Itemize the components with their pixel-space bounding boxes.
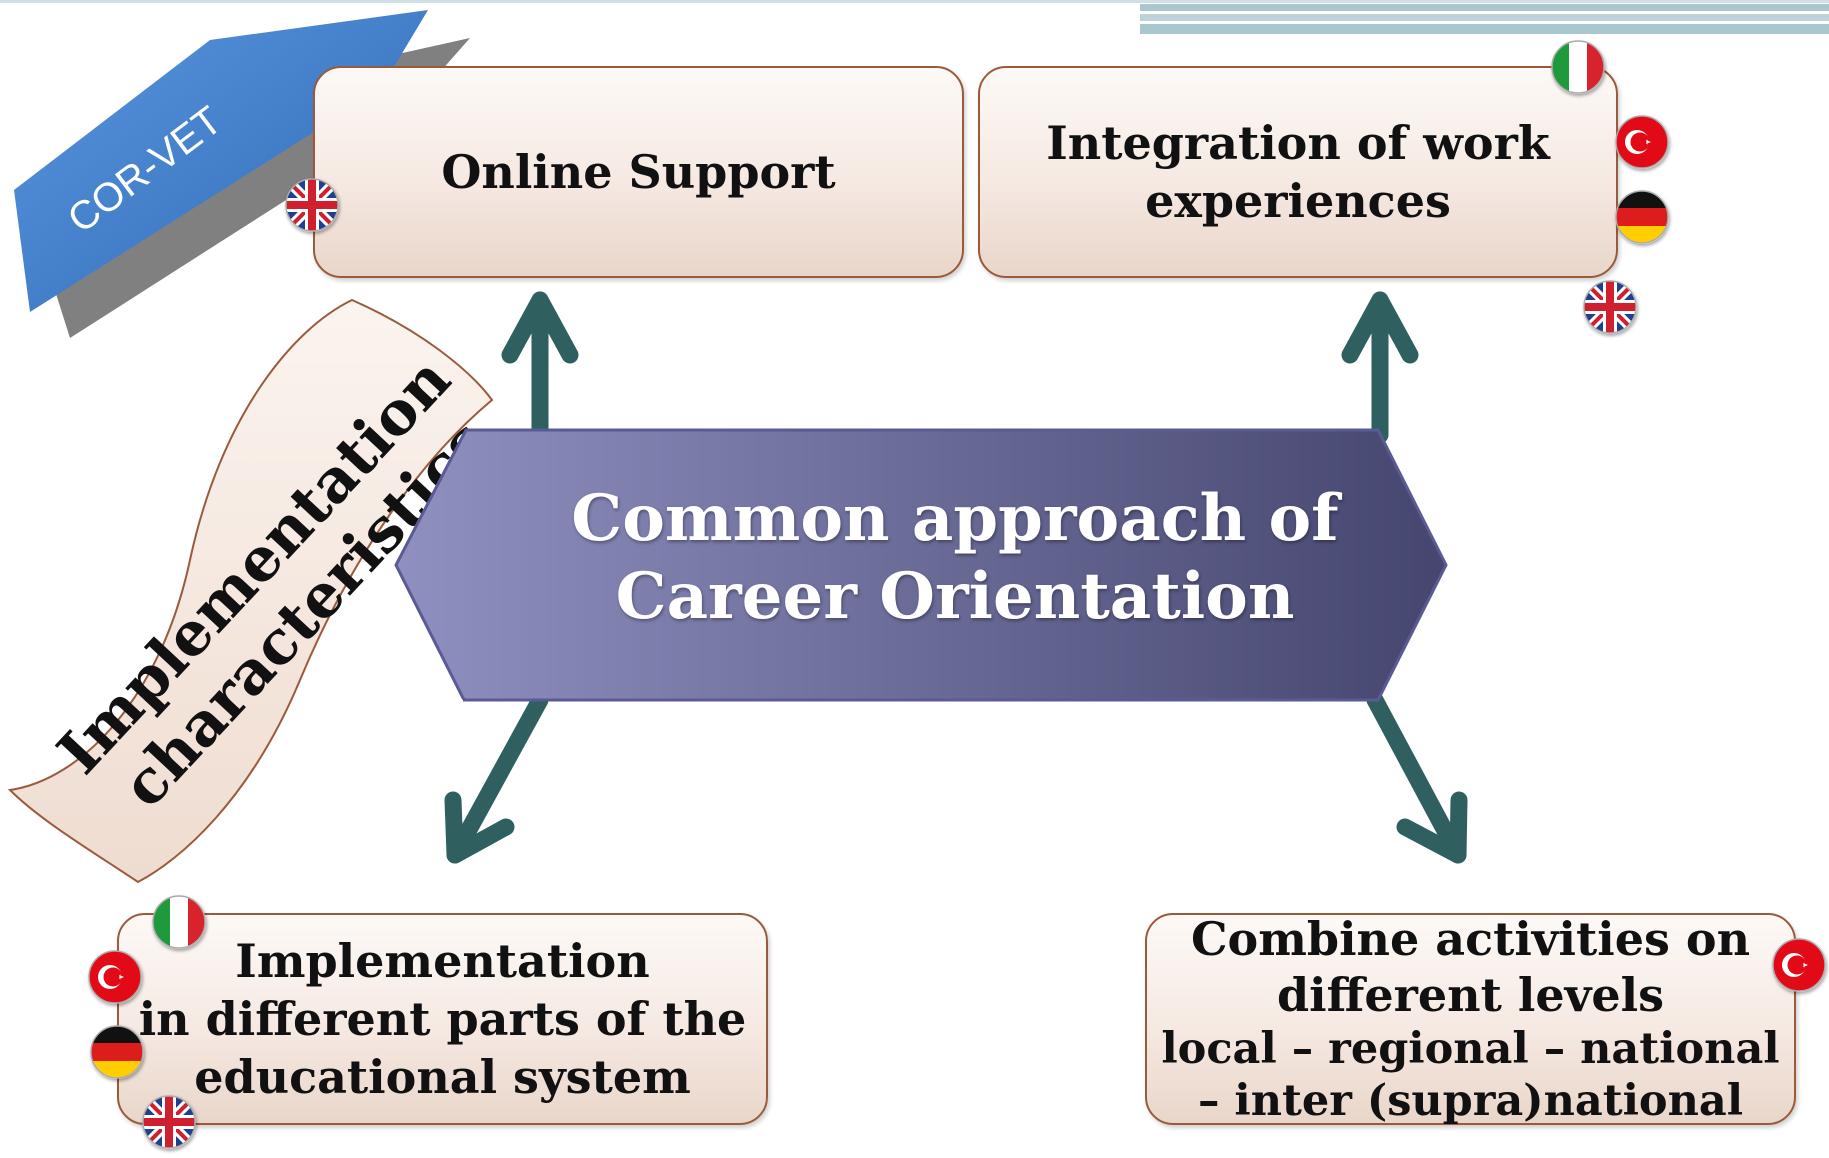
implementation-line-3: educational system (194, 1050, 691, 1104)
work-experience-line-1: Integration of work (1046, 116, 1550, 170)
turkey-flag-icon (1772, 938, 1826, 992)
ribbon-shape (7, 298, 494, 884)
uk-flag-icon (285, 178, 339, 232)
central-hexagon (394, 428, 1448, 702)
italy-flag-icon (1551, 40, 1605, 94)
turkey-flag-icon (1615, 115, 1669, 169)
top-accent-bar (1140, 4, 1829, 11)
uk-flag-icon (1583, 280, 1637, 334)
combine-line-4: – inter (supra)national (1197, 1076, 1744, 1126)
arrow-up-left (501, 291, 579, 444)
uk-flag-icon (142, 1095, 196, 1149)
central-title: Common approach of Career Orientation (520, 480, 1390, 636)
turkey-flag-icon (88, 950, 142, 1004)
central-title-line-2: Career Orientation (615, 559, 1295, 634)
work-experience-box: Integration of work experiences (978, 66, 1618, 278)
top-accent-bar (1140, 24, 1829, 34)
combine-line-2: different levels (1277, 968, 1664, 1022)
central-title-line-1: Common approach of (571, 481, 1339, 556)
arrow-up-right (1341, 291, 1419, 444)
germany-flag-icon (1615, 190, 1669, 244)
work-experience-line-2: experiences (1145, 174, 1451, 228)
combine-line-1: Combine activities on (1190, 912, 1751, 966)
italy-flag-icon (152, 895, 206, 949)
implementation-box: Implementation in different parts of the… (117, 913, 768, 1125)
top-divider-line (0, 0, 1829, 3)
top-accent-bar (1140, 14, 1829, 21)
online-support-box: Online Support (313, 66, 964, 278)
combine-line-3: local – regional – national (1161, 1024, 1780, 1074)
arrow-down-left (444, 691, 549, 864)
arrow-down-right (1366, 691, 1468, 864)
combine-activities-box: Combine activities on different levels l… (1145, 912, 1796, 1126)
online-support-label: Online Support (441, 145, 836, 199)
germany-flag-icon (90, 1025, 144, 1079)
implementation-line-2: in different parts of the (138, 992, 747, 1046)
implementation-line-1: Implementation (235, 934, 650, 988)
